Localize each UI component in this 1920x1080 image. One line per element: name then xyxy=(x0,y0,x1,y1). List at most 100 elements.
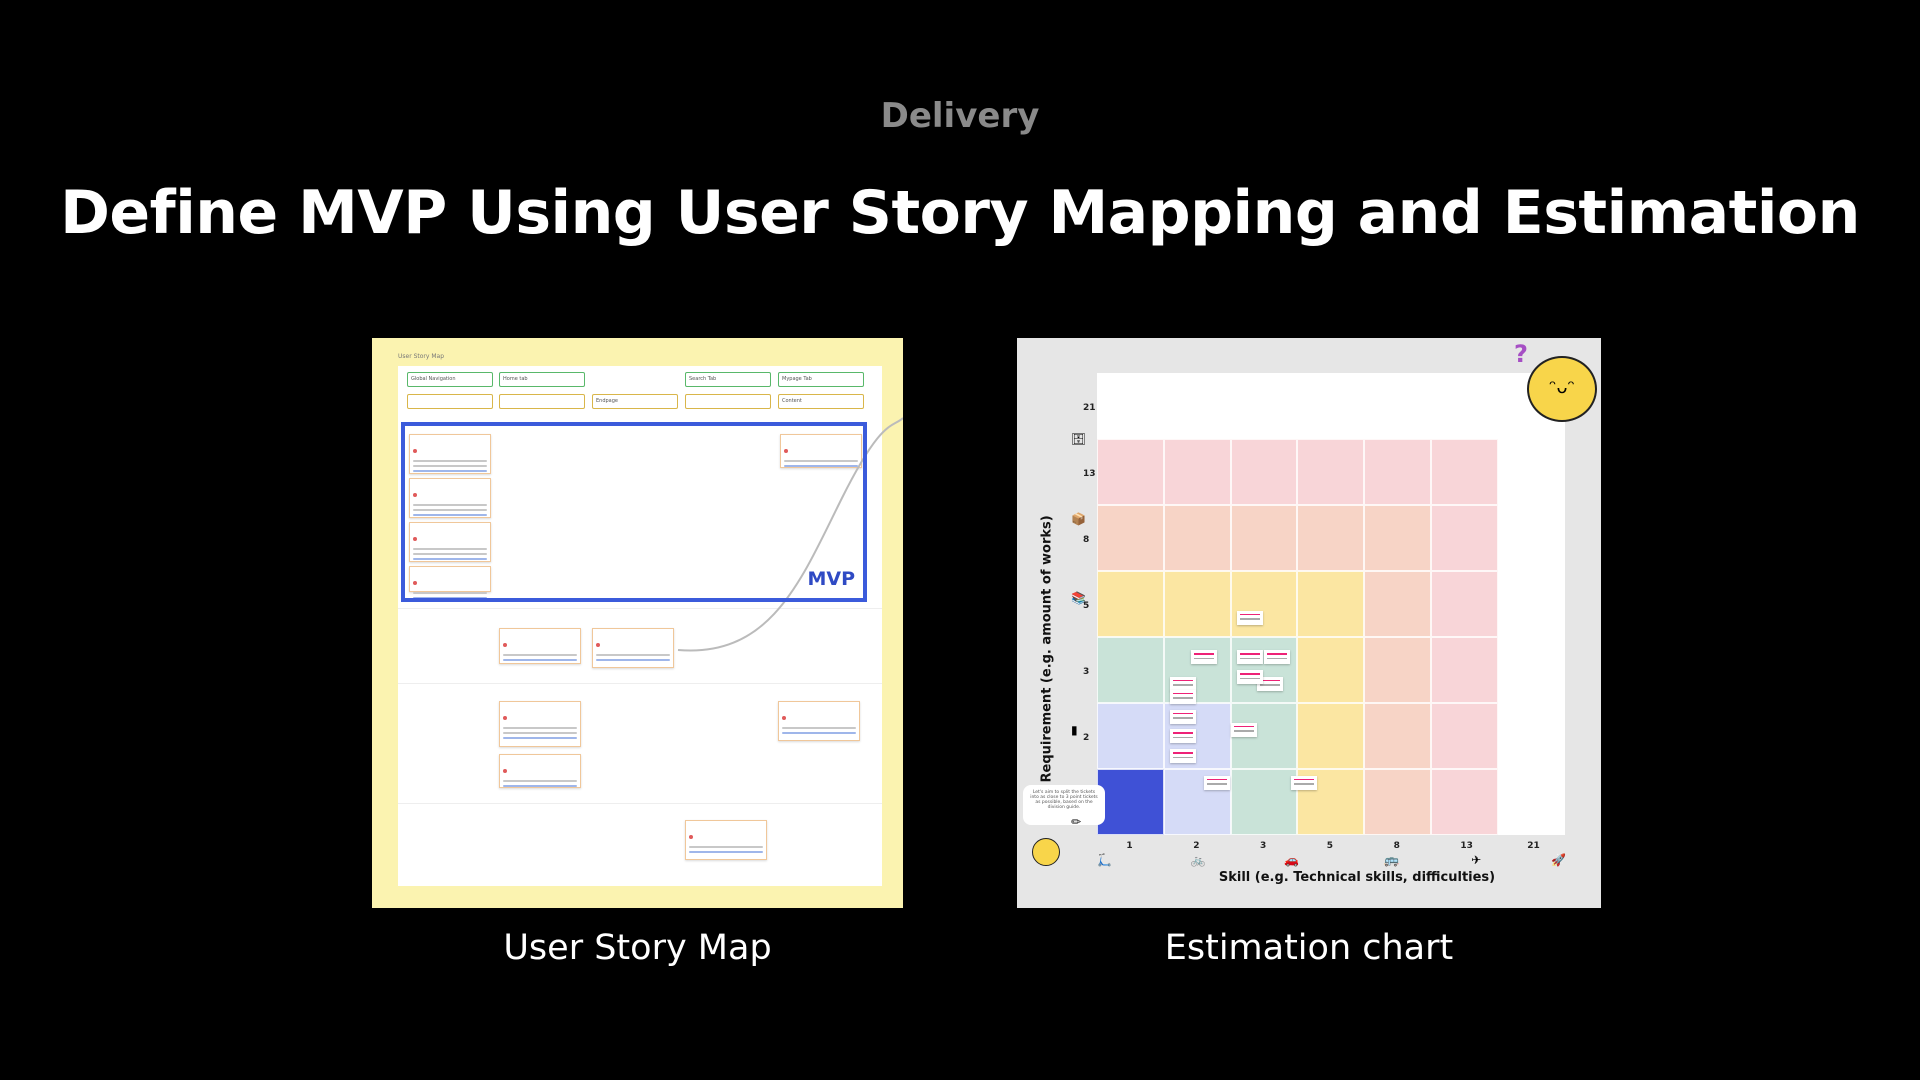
grid-cell-green xyxy=(1230,769,1298,835)
grid-cell-yellow xyxy=(1297,703,1365,769)
grid-cell-peach xyxy=(1163,505,1231,571)
y-tick-label: 8 xyxy=(1083,535,1090,545)
grid-cell-green xyxy=(1097,637,1164,703)
grid-cell-pink xyxy=(1297,439,1365,505)
grid-cell-yellow xyxy=(1230,571,1298,637)
release-divider xyxy=(398,608,882,609)
sticky-note-icon: ▮ xyxy=(1071,722,1078,737)
grid-cell-yellow xyxy=(1097,571,1164,637)
connector-curve xyxy=(677,417,903,652)
story-map-caption: User Story Map xyxy=(503,928,772,968)
subcolumn-card-4 xyxy=(685,394,771,409)
release-divider xyxy=(398,683,882,684)
books-icon: 📚 xyxy=(1071,590,1086,605)
grid-cell-pink xyxy=(1431,571,1498,637)
ticket-sticky xyxy=(1170,689,1197,704)
ticket-sticky xyxy=(1237,650,1264,665)
cabinet-icon: 🗄 xyxy=(1071,432,1087,447)
y-tick-label: 5 xyxy=(1083,601,1090,611)
x-tick-label: 5 xyxy=(1326,841,1334,851)
grid-cell-peach xyxy=(1364,769,1431,835)
pencil-icon: ✏ xyxy=(1071,815,1082,830)
ticket-sticky xyxy=(1230,722,1257,737)
grid-cell-pink xyxy=(1431,703,1498,769)
column-card-mypage-tab: Mypage Tab xyxy=(778,372,864,387)
grid-cell-peach xyxy=(1097,505,1164,571)
release-divider xyxy=(398,803,882,804)
bus-icon: 🚌 xyxy=(1384,853,1400,867)
x-axis-label: Skill (e.g. Technical skills, difficulti… xyxy=(1218,870,1496,885)
rocket-icon: 🚀 xyxy=(1551,853,1567,867)
y-tick-label: 21 xyxy=(1083,403,1096,413)
ticket-sticky xyxy=(1170,749,1197,764)
ticket-sticky xyxy=(1237,670,1264,684)
grid-cell-peach xyxy=(1230,505,1298,571)
airplane-icon: ✈ xyxy=(1471,853,1482,867)
slide-title: Define MVP Using User Story Mapping and … xyxy=(60,178,1860,248)
scooter-icon: 🛴 xyxy=(1097,853,1112,867)
grid-cell-white xyxy=(1297,373,1365,439)
ticket-sticky xyxy=(1237,610,1264,625)
map-title: User Story Map xyxy=(398,353,445,360)
grid-cell-peach xyxy=(1364,703,1431,769)
x-tick-label: 21 xyxy=(1527,841,1540,851)
estimation-chart-caption: Estimation chart xyxy=(1164,928,1454,968)
story-card xyxy=(499,628,581,664)
column-card-global-navigation: Global Navigation xyxy=(407,372,493,387)
grid-cell-pink xyxy=(1431,439,1498,505)
grid-cell-pink xyxy=(1431,505,1498,571)
grid-cell-white xyxy=(1163,373,1231,439)
section-eyebrow: Delivery xyxy=(880,96,1040,136)
ticket-sticky xyxy=(1257,676,1284,691)
ticket-sticky xyxy=(1290,775,1317,790)
story-card xyxy=(592,628,674,668)
box-icon: 📦 xyxy=(1071,511,1086,526)
story-card xyxy=(409,478,491,518)
y-tick-label: 2 xyxy=(1083,733,1090,743)
y-tick-label: 13 xyxy=(1083,469,1096,479)
grid-cell-pink xyxy=(1097,439,1164,505)
grid-cell-pink xyxy=(1431,769,1498,835)
x-tick-label: 3 xyxy=(1260,841,1267,851)
grid-cell-pink xyxy=(1364,439,1431,505)
y-axis-label: Requirement (e.g. amount of works) xyxy=(1039,515,1055,783)
grid-cell-white xyxy=(1497,571,1565,637)
grid-cell-yellow xyxy=(1297,637,1365,703)
grid-cell-white xyxy=(1497,703,1565,769)
grid-cell-peach xyxy=(1364,505,1431,571)
column-card-search-tab: Search Tab xyxy=(685,372,771,387)
mascot-icon: ᵔᴗᵔ xyxy=(1527,356,1597,422)
grid-cell-yellow xyxy=(1297,571,1365,637)
x-tick-label: 1 xyxy=(1126,841,1133,851)
grid-cell-pink xyxy=(1163,439,1231,505)
ticket-sticky xyxy=(1264,650,1290,665)
grid-cell-pink xyxy=(1230,439,1298,505)
subcolumn-card-endpage: Endpage xyxy=(592,394,678,409)
grid-cell-white xyxy=(1497,439,1565,505)
bicycle-icon: 🚲 xyxy=(1190,853,1206,867)
grid-cell-yellow xyxy=(1163,571,1231,637)
estimation-chart-image: Requirement (e.g. amount of works) Skill… xyxy=(1017,338,1601,908)
x-tick-label: 13 xyxy=(1460,841,1473,851)
story-card xyxy=(409,522,491,562)
grid-cell-white xyxy=(1497,505,1565,571)
grid-cell-white xyxy=(1497,637,1565,703)
user-story-map-image: User Story Map Global Navigation Home ta… xyxy=(372,338,903,908)
ticket-sticky xyxy=(1170,676,1197,691)
ticket-sticky xyxy=(1190,650,1217,665)
mvp-highlight-box: MVP xyxy=(401,422,867,602)
x-tick-label: 8 xyxy=(1393,841,1400,851)
grid-cell-blue xyxy=(1097,769,1164,835)
grid-cell-white xyxy=(1497,769,1565,835)
estimation-grid xyxy=(1097,373,1565,835)
story-card xyxy=(685,820,767,860)
x-tick-label: 2 xyxy=(1193,841,1200,851)
y-tick-label: 3 xyxy=(1083,667,1090,677)
question-mark-icon: ? xyxy=(1514,340,1528,368)
ticket-sticky xyxy=(1170,729,1197,744)
subcolumn-card-1 xyxy=(407,394,493,409)
grid-cell-peach xyxy=(1297,505,1365,571)
grid-cell-white xyxy=(1431,373,1498,439)
story-card xyxy=(780,434,862,468)
car-icon: 🚗 xyxy=(1284,853,1299,867)
